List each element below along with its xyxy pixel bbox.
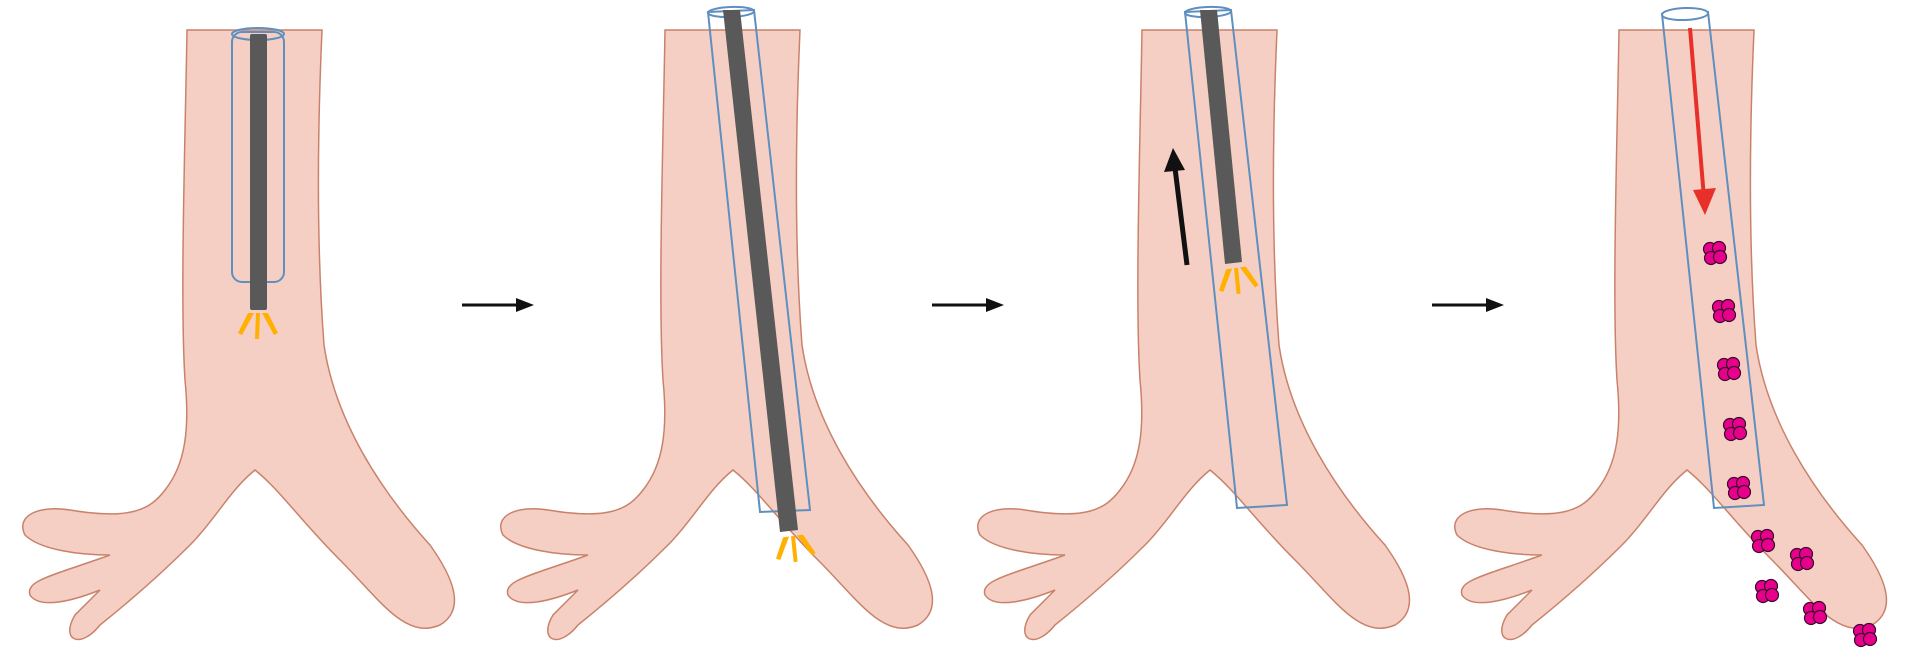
- scope: [250, 34, 267, 310]
- step-arrow-1: [462, 298, 534, 312]
- step-arrow-2: [932, 298, 1004, 312]
- step-arrow-3: [1432, 298, 1504, 312]
- particle: [1718, 358, 1741, 381]
- panel-2: [501, 6, 933, 639]
- particle: [1752, 530, 1775, 553]
- particle: [1804, 602, 1827, 625]
- particle: [1756, 580, 1779, 603]
- particle: [1724, 418, 1747, 441]
- particle: [1704, 242, 1727, 265]
- panel-4: [1455, 7, 1887, 646]
- panel-1: [23, 28, 455, 639]
- particle: [1791, 548, 1814, 571]
- airway: [501, 30, 933, 639]
- airway: [23, 30, 455, 639]
- particle: [1728, 477, 1751, 500]
- airway: [1455, 30, 1887, 639]
- particle: [1854, 624, 1877, 647]
- particle: [1713, 300, 1736, 323]
- panel-3: [978, 6, 1410, 639]
- airway: [978, 30, 1410, 639]
- sheath-opening: [1662, 7, 1708, 21]
